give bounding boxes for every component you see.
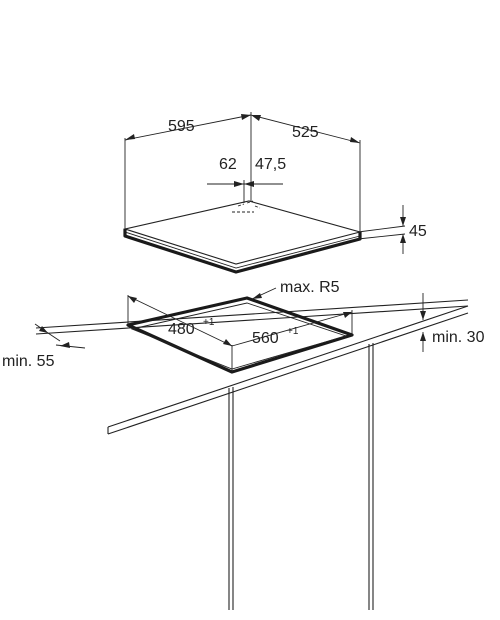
label-62: 62	[219, 156, 237, 173]
hob-extension-lines	[124, 112, 361, 232]
label-480: 480	[168, 321, 195, 338]
dimension-595	[124, 114, 252, 141]
dimension-560	[231, 310, 353, 347]
label-480-tolerance: +1	[203, 317, 215, 328]
hob	[122, 200, 363, 274]
worktop	[35, 299, 469, 435]
dimension-525	[250, 114, 361, 144]
label-560: 560	[252, 330, 279, 347]
dimension-offset	[207, 181, 283, 187]
label-595: 595	[168, 118, 195, 135]
dimension-45	[357, 205, 406, 254]
label-560-tolerance: +1	[287, 326, 299, 337]
dimension-480	[127, 295, 233, 372]
cabinet	[228, 343, 374, 610]
label-525: 525	[292, 124, 319, 141]
radius-leader	[251, 287, 277, 300]
cutout	[126, 296, 354, 374]
label-45: 45	[409, 223, 427, 240]
label-min-30: min. 30	[432, 329, 485, 346]
dimension-min-30	[420, 293, 426, 352]
label-max-r5: max. R5	[280, 279, 340, 296]
label-min-55: min. 55	[2, 353, 55, 370]
dimension-min-55	[34, 323, 86, 349]
label-47-5: 47,5	[255, 156, 286, 173]
